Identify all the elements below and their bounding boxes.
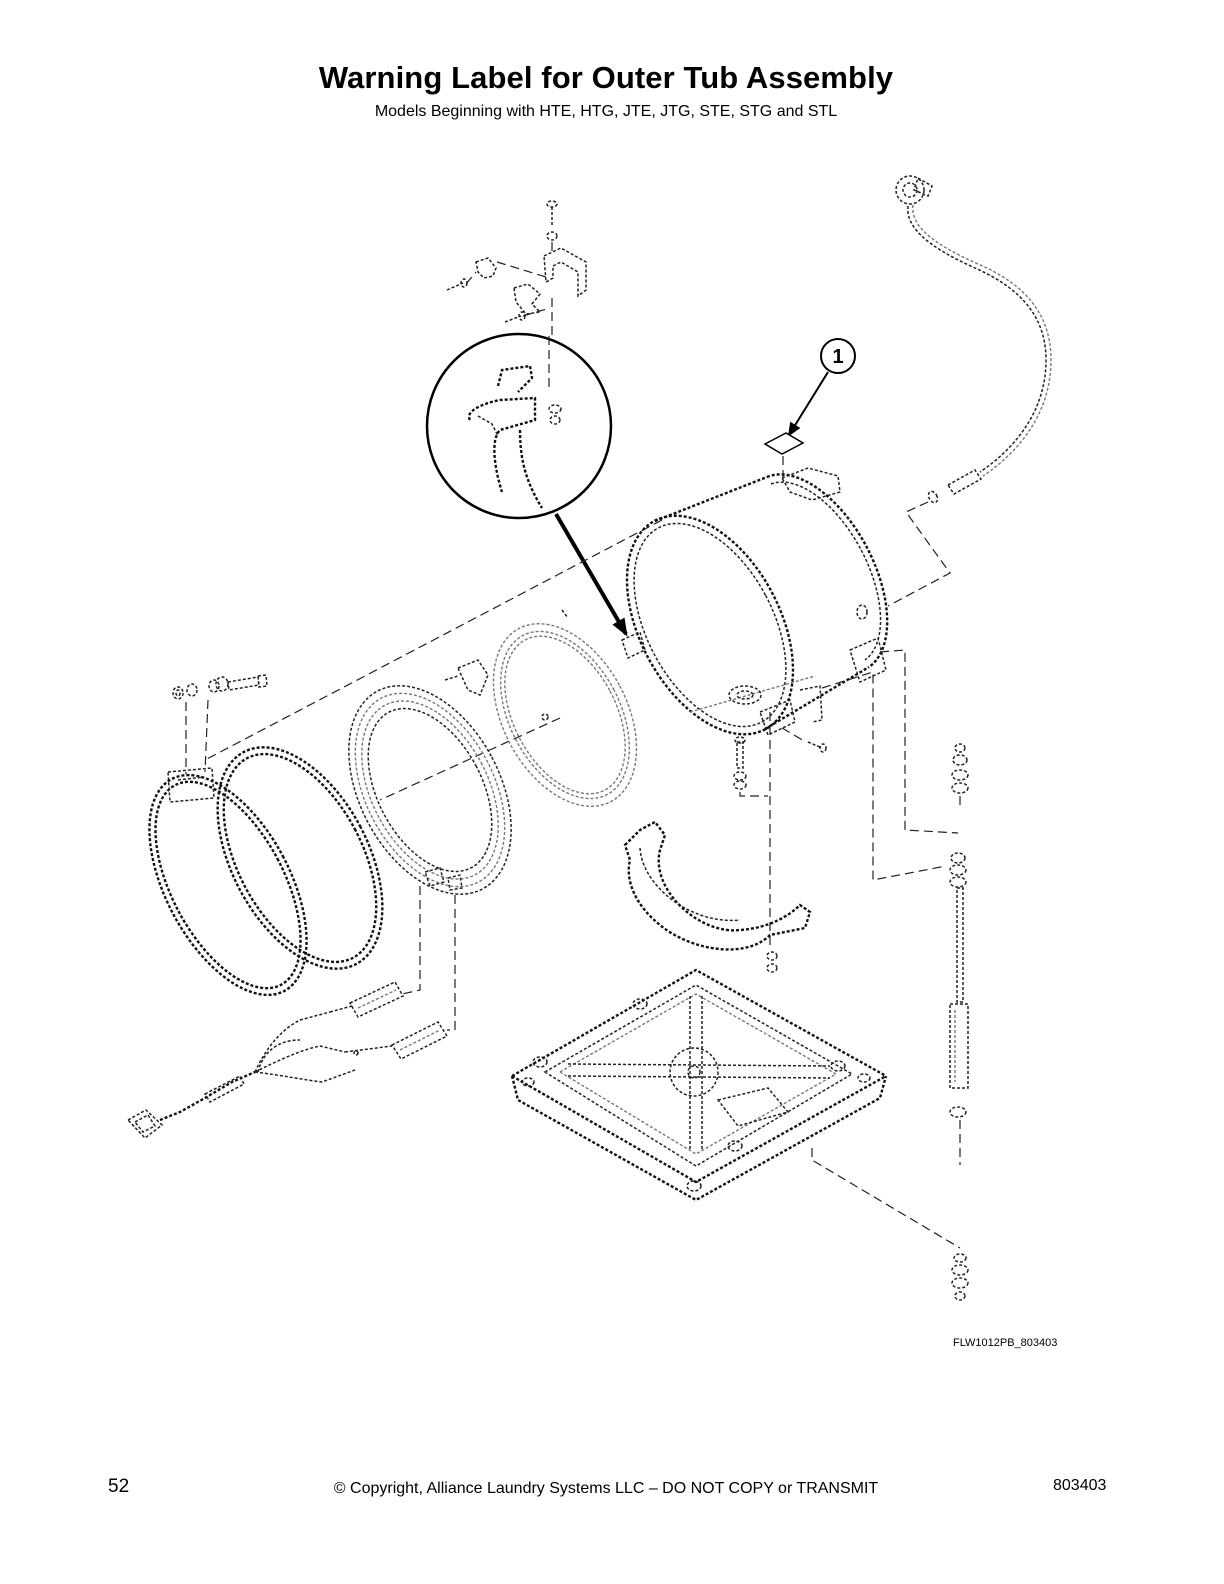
strap-bracket [513, 283, 542, 315]
ring-bracket [456, 659, 489, 696]
clamp-ring [148, 767, 308, 997]
tub-side-bracket [849, 636, 887, 684]
detail-pointer-arrow [554, 512, 628, 637]
screw [444, 675, 459, 681]
suspension-rod [956, 887, 964, 1003]
clip [475, 257, 497, 279]
hose-fitting [946, 469, 983, 495]
footer-copyright: © Copyright, Alliance Laundry Systems LL… [333, 1480, 879, 1497]
tub-front-opening [625, 514, 795, 736]
callout-1: 1 [820, 338, 856, 374]
clamp-bolt [227, 676, 260, 691]
pressure-switch [895, 175, 925, 205]
tub-top-bracket [780, 467, 841, 501]
washer [546, 231, 558, 241]
harness-connector [348, 981, 405, 1018]
harness-connector [390, 1021, 449, 1060]
mounting-bracket [543, 247, 587, 298]
warning-label [763, 432, 805, 455]
drain-outlet [728, 685, 762, 705]
page-subtitle: Models Beginning with HTE, HTG, JTE, JTG… [374, 103, 838, 120]
bolt [736, 741, 744, 769]
base-frame [510, 968, 961, 1249]
foot-fasteners [951, 1253, 969, 1301]
shock-absorber [949, 1003, 969, 1089]
suspension-stack [821, 649, 969, 1165]
front-bellows-ring [216, 746, 384, 970]
clamp-fasteners [172, 674, 268, 774]
page-title: Warning Label for Outer Tub Assembly [318, 60, 894, 95]
figure-id: FLW1012PB_803403 [953, 1337, 1058, 1349]
pressure-hose [907, 205, 1047, 473]
nut [549, 415, 561, 425]
harness-plug [126, 1109, 164, 1140]
callout-arrow [787, 371, 829, 437]
footer-doc-number: 803403 [1053, 1477, 1107, 1494]
screw-head [546, 200, 558, 208]
top-bracket-assembly [446, 200, 587, 336]
wire-harness [126, 981, 449, 1140]
detail-magnifier [425, 332, 613, 520]
screw [446, 282, 464, 291]
tub-front-bracket [621, 630, 646, 660]
tub-bottom-bracket [759, 698, 796, 737]
pressure-switch-hose [887, 175, 1052, 607]
support-bracket [623, 820, 812, 951]
door-gasket [348, 685, 512, 1031]
footer-page-number: 52 [108, 1476, 130, 1497]
detail-magnifier-circle [425, 332, 613, 520]
tub-cover-ring [444, 609, 638, 807]
callout-number: 1 [832, 346, 843, 368]
outer-tub [621, 467, 889, 737]
center-fasteners [733, 712, 827, 973]
screw [504, 315, 522, 323]
base-center-hub [669, 1047, 719, 1097]
washer [548, 404, 562, 414]
